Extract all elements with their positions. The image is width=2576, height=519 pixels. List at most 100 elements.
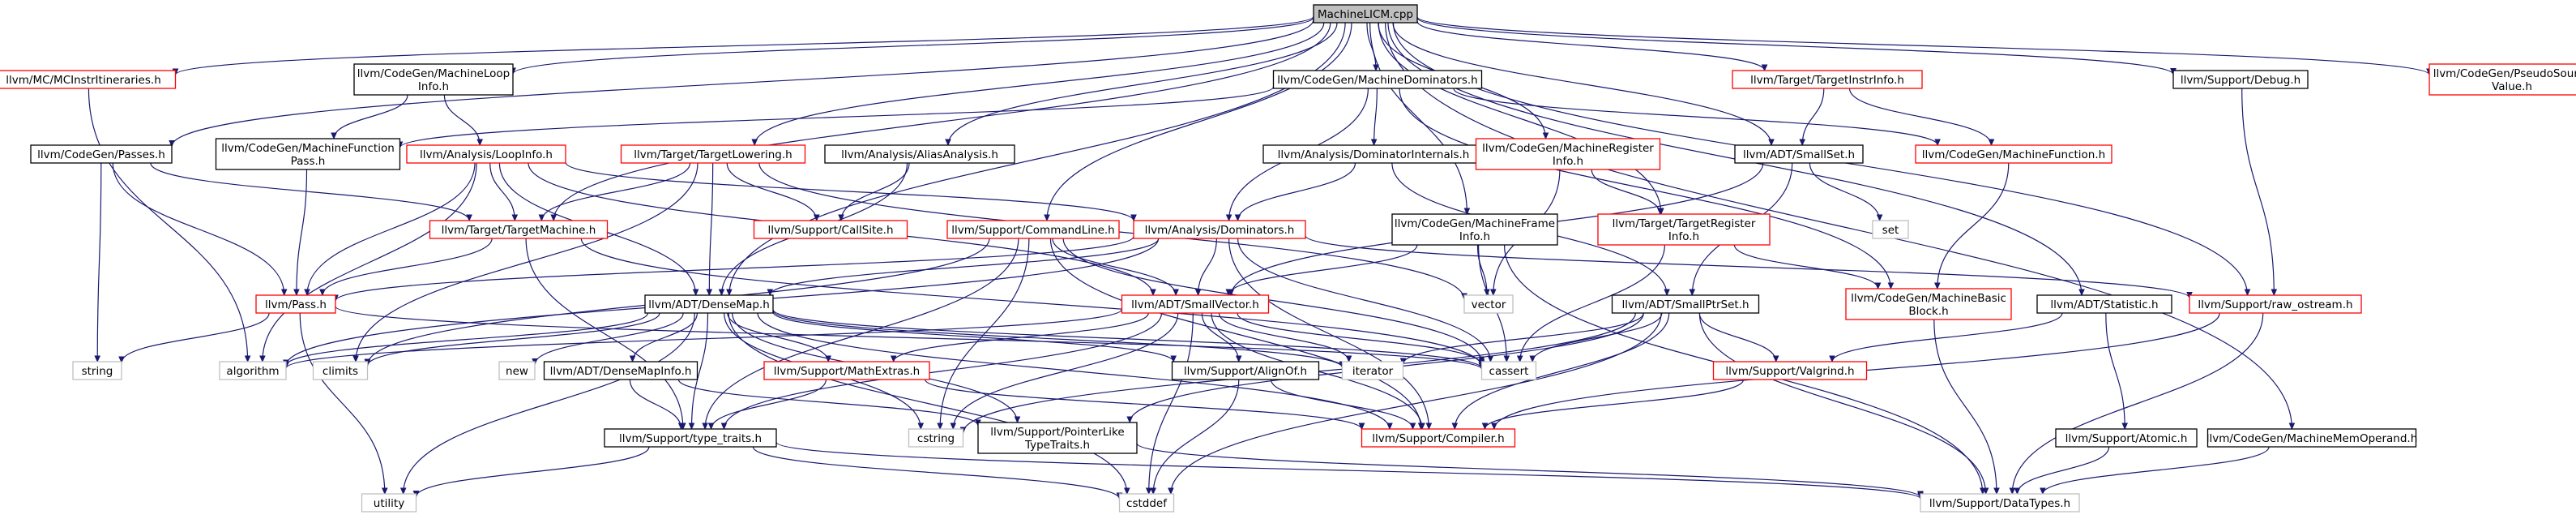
node-label: Value.h — [2492, 80, 2532, 93]
node-root[interactable]: MachineLICM.cpp — [1313, 4, 1418, 24]
nodes-layer: MachineLICM.cpp llvm/MC/MCInstrItinerarie… — [0, 4, 2576, 513]
node-machinefunction[interactable]: llvm/CodeGen/MachineFunction.h — [1915, 144, 2112, 164]
node-iterator[interactable]: iterator — [1341, 361, 1404, 380]
node-cgpasses[interactable]: llvm/CodeGen/Passes.h — [30, 144, 173, 164]
node-densemap[interactable]: llvm/ADT/DenseMap.h — [644, 294, 774, 314]
node-mcinstrit[interactable]: llvm/MC/MCInstrItineraries.h — [0, 70, 177, 89]
node-label: Pass.h — [291, 155, 326, 168]
node-targetlowering[interactable]: llvm/Target/TargetLowering.h — [620, 144, 806, 164]
edge-smallvector-to-cstring — [953, 312, 1179, 429]
node-label: llvm/Analysis/LoopInfo.h — [420, 148, 553, 161]
node-smallptrset[interactable]: llvm/ADT/SmallPtrSet.h — [1611, 294, 1760, 314]
edge-machinebasicblock-to-datatypes — [1933, 319, 1997, 494]
edge-root-to-cgmachineloop — [513, 17, 1314, 75]
edge-loopinfo-to-pass — [307, 162, 476, 295]
node-valgrind[interactable]: llvm/Support/Valgrind.h — [1712, 361, 1868, 380]
node-box — [1133, 220, 1306, 239]
node-mathextras[interactable]: llvm/Support/MathExtras.h — [763, 361, 930, 380]
node-label: llvm/Support/Atomic.h — [2065, 432, 2188, 445]
node-machinememoperand[interactable]: llvm/CodeGen/MachineMemOperand.h — [2206, 428, 2418, 448]
node-typetraits[interactable]: llvm/Support/type_traits.h — [604, 428, 777, 448]
edge-dominators-to-compiler — [1228, 238, 1429, 429]
node-utility[interactable]: utility — [361, 493, 417, 513]
node-dominternals[interactable]: llvm/Analysis/DominatorInternals.h — [1262, 144, 1485, 164]
node-loopinfo[interactable]: llvm/Analysis/LoopInfo.h — [406, 144, 566, 164]
node-targetmachine[interactable]: llvm/Target/TargetMachine.h — [429, 220, 609, 239]
node-algorithm[interactable]: algorithm — [219, 361, 287, 380]
edge-cgpasses-to-string — [97, 162, 102, 362]
node-targetinstrinfo[interactable]: llvm/Target/TargetInstrInfo.h — [1732, 70, 1923, 89]
node-alignof[interactable]: llvm/Support/AlignOf.h — [1171, 361, 1320, 380]
node-commandline[interactable]: llvm/Support/CommandLine.h — [946, 220, 1120, 239]
node-callsite[interactable]: llvm/Support/CallSite.h — [753, 220, 908, 239]
node-label: llvm/Analysis/Dominators.h — [1145, 224, 1295, 237]
node-cgmachinedom[interactable]: llvm/CodeGen/MachineDominators.h — [1272, 70, 1483, 89]
node-string[interactable]: string — [72, 361, 122, 380]
node-box — [1732, 70, 1923, 89]
node-climits[interactable]: climits — [312, 361, 369, 380]
node-dominators[interactable]: llvm/Analysis/Dominators.h — [1133, 220, 1306, 239]
edge-dominators-to-smallvector — [1198, 238, 1217, 295]
node-pass[interactable]: llvm/Pass.h — [255, 294, 336, 314]
edge-commandline-to-compiler — [1049, 238, 1420, 429]
node-box — [1480, 361, 1537, 380]
edge-root-to-pseudosource — [1416, 16, 2429, 75]
node-smallvector[interactable]: llvm/ADT/SmallVector.h — [1121, 294, 1270, 314]
edge-smallptrset-to-cstddef — [1171, 312, 1662, 494]
node-box — [644, 294, 774, 314]
node-densemapinfo[interactable]: llvm/ADT/DenseMapInfo.h — [543, 361, 698, 380]
edge-targetlowering-to-callsite — [726, 162, 817, 221]
node-cstddef[interactable]: cstddef — [1118, 493, 1175, 513]
edge-cgmachineloop-to-cgmachinefunctionpass — [334, 94, 408, 139]
node-aliasanalysis[interactable]: llvm/Analysis/AliasAnalysis.h — [824, 144, 1015, 164]
node-atomic[interactable]: llvm/Support/Atomic.h — [2055, 428, 2198, 448]
node-debug[interactable]: llvm/Support/Debug.h — [2172, 70, 2309, 89]
edge-root-to-targetinstrinfo — [1416, 20, 1765, 71]
edge-densemapinfo-to-typetraits — [629, 379, 681, 429]
node-label: llvm/CodeGen/MachineMemOperand.h — [2206, 432, 2418, 445]
node-box — [1734, 144, 1864, 164]
node-compiler[interactable]: llvm/Support/Compiler.h — [1361, 428, 1516, 448]
edge-targetlowering-to-climits — [356, 162, 698, 362]
node-vector[interactable]: vector — [1463, 294, 1514, 314]
node-label: llvm/CodeGen/MachineFrame — [1395, 217, 1555, 230]
edge-targetmachine-to-typetraits — [525, 238, 683, 429]
node-new[interactable]: new — [498, 361, 536, 380]
node-box — [543, 361, 698, 380]
edge-targetmachine-to-pass — [323, 238, 493, 295]
edge-typetraits-to-utility — [417, 446, 650, 497]
edge-mcinstrit-to-algorithm — [88, 88, 247, 362]
node-box — [763, 361, 930, 380]
node-cassert[interactable]: cassert — [1480, 361, 1537, 380]
node-statistic[interactable]: llvm/ADT/Statistic.h — [2036, 294, 2172, 314]
node-box — [1872, 220, 1909, 239]
node-rawostream[interactable]: llvm/Support/raw_ostream.h — [2189, 294, 2362, 314]
edge-commandline-to-cstring — [940, 238, 1030, 429]
node-label: llvm/Support/Compiler.h — [1372, 432, 1504, 445]
node-box — [30, 144, 173, 164]
edge-smallptrset-to-valgrind — [1698, 312, 1775, 362]
node-datatypes[interactable]: llvm/Support/DataTypes.h — [1920, 493, 2080, 513]
node-box — [1341, 361, 1404, 380]
node-box — [1920, 493, 2080, 513]
node-label: vector — [1472, 298, 1506, 311]
edge-root-to-densemap — [729, 22, 1346, 295]
edge-densemap-to-densemapinfo — [633, 312, 698, 362]
node-label: llvm/ADT/SmallPtrSet.h — [1621, 298, 1749, 311]
node-smallset[interactable]: llvm/ADT/SmallSet.h — [1734, 144, 1864, 164]
node-set[interactable]: set — [1872, 220, 1909, 239]
node-label: string — [82, 365, 113, 378]
edge-machinememoperand-to-datatypes — [2043, 446, 2270, 494]
node-box — [406, 144, 566, 164]
node-cstring[interactable]: cstring — [908, 428, 964, 448]
node-label: TypeTraits.h — [1024, 439, 1090, 452]
edge-smallset-to-set — [1809, 162, 1879, 221]
